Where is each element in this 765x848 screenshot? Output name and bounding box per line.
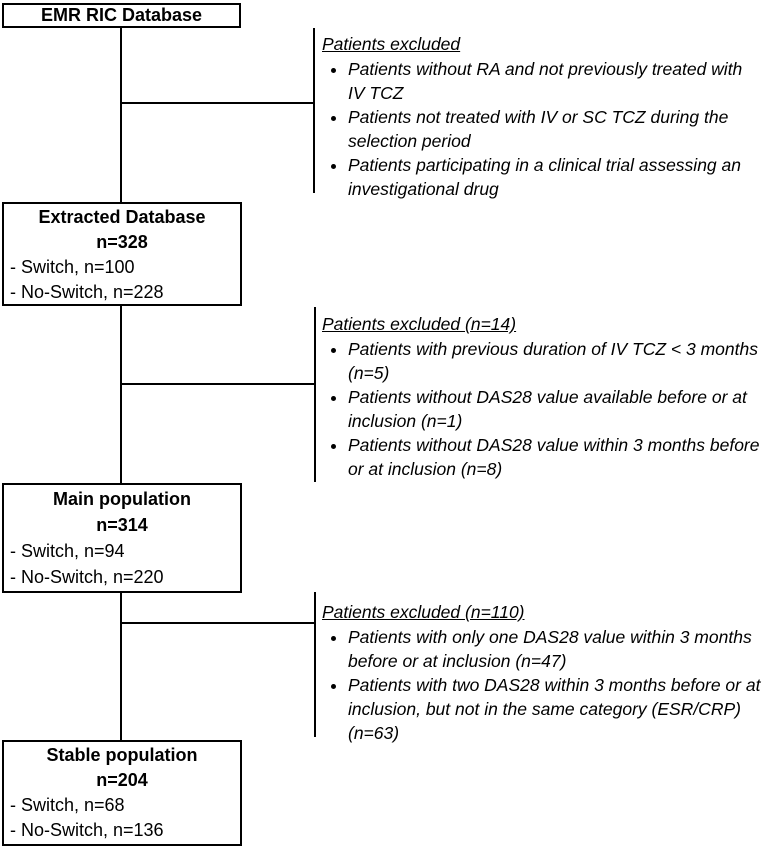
exclusion-block-2: Patients excluded (n=14) Patients with p… bbox=[322, 312, 763, 481]
exclusion-bullet-list: Patients with only one DAS28 value withi… bbox=[322, 625, 763, 745]
connector-vertical-1 bbox=[120, 27, 122, 202]
exclusion-heading: Patients excluded (n=110) bbox=[322, 602, 525, 622]
box-n-count: n=204 bbox=[96, 770, 148, 790]
exclusion-bracket-line-2 bbox=[314, 307, 316, 482]
exclusion-bracket-line-3 bbox=[314, 592, 316, 737]
connector-vertical-2 bbox=[120, 304, 122, 483]
box-title: Stable population bbox=[46, 745, 198, 765]
box-title: Main population bbox=[53, 489, 191, 509]
exclusion-bracket-line-1 bbox=[313, 28, 315, 193]
box-subline-switch: - Switch, n=68 bbox=[10, 795, 125, 815]
exclusion-bullet: Patients with previous duration of IV TC… bbox=[348, 337, 763, 385]
exclusion-block-3: Patients excluded (n=110) Patients with … bbox=[322, 600, 763, 745]
exclusion-block-1: Patients excluded Patients without RA an… bbox=[322, 32, 763, 201]
exclusion-bullet: Patients with two DAS28 within 3 months … bbox=[348, 673, 763, 745]
connector-vertical-3 bbox=[120, 592, 122, 740]
exclusion-bullet: Patients without DAS28 value within 3 mo… bbox=[348, 433, 763, 481]
flow-box-stable-population: Stable population n=204 - Switch, n=68 -… bbox=[2, 740, 242, 846]
box-title: EMR RIC Database bbox=[40, 5, 203, 25]
exclusion-bullet: Patients with only one DAS28 value withi… bbox=[348, 625, 763, 673]
connector-horizontal-2 bbox=[121, 383, 315, 385]
exclusion-bullet: Patients without DAS28 value available b… bbox=[348, 385, 763, 433]
exclusion-bullet-list: Patients with previous duration of IV TC… bbox=[322, 337, 763, 481]
box-n-count: n=328 bbox=[96, 232, 148, 252]
box-subline-no-switch: - No-Switch, n=136 bbox=[10, 820, 164, 840]
box-n-count: n=314 bbox=[96, 515, 148, 535]
flow-box-emr-ric-database: EMR RIC Database bbox=[2, 3, 241, 28]
exclusion-bullet: Patients not treated with IV or SC TCZ d… bbox=[348, 105, 763, 153]
box-subline-no-switch: - No-Switch, n=220 bbox=[10, 567, 164, 587]
flow-box-extracted-database: Extracted Database n=328 - Switch, n=100… bbox=[2, 202, 242, 306]
box-subline-no-switch: - No-Switch, n=228 bbox=[10, 282, 164, 302]
exclusion-bullet: Patients participating in a clinical tri… bbox=[348, 153, 763, 201]
box-subline-switch: - Switch, n=100 bbox=[10, 257, 135, 277]
connector-horizontal-3 bbox=[121, 622, 315, 624]
flow-box-main-population: Main population n=314 - Switch, n=94 - N… bbox=[2, 483, 242, 593]
exclusion-heading: Patients excluded bbox=[322, 34, 461, 54]
box-subline-switch: - Switch, n=94 bbox=[10, 541, 125, 561]
connector-horizontal-1 bbox=[121, 102, 314, 104]
exclusion-bullet-list: Patients without RA and not previously t… bbox=[322, 57, 763, 201]
exclusion-bullet: Patients without RA and not previously t… bbox=[348, 57, 763, 105]
exclusion-heading: Patients excluded (n=14) bbox=[322, 314, 517, 334]
box-title: Extracted Database bbox=[38, 207, 206, 227]
